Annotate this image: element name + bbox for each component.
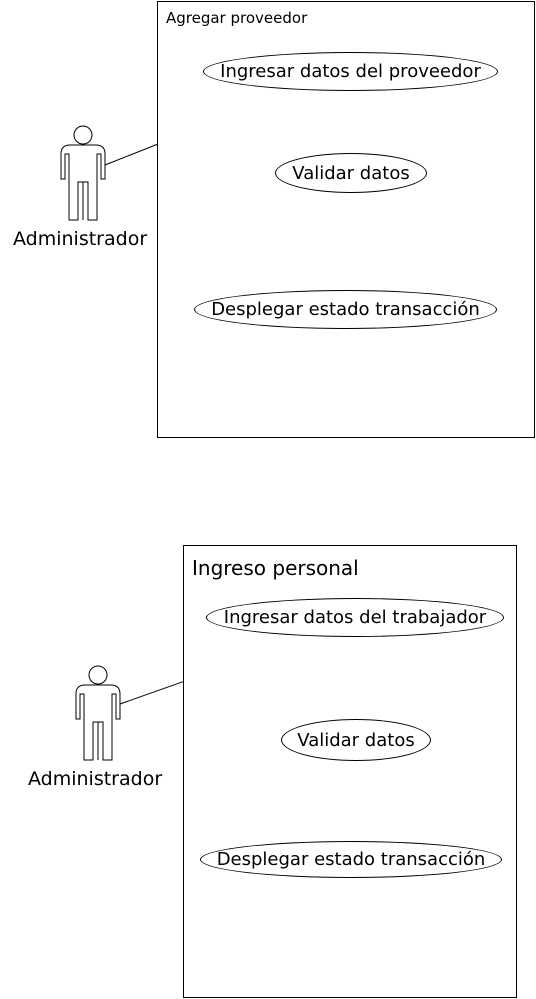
actor-label: Administrador bbox=[28, 768, 163, 790]
usecase-validar-datos: Validar datos bbox=[281, 719, 431, 761]
actor-administrador: Administrador bbox=[13, 124, 147, 254]
usecase-ingresar-datos: Ingresar datos del trabajador bbox=[206, 598, 504, 637]
actor-administrador: Administrador bbox=[28, 664, 162, 794]
stick-figure-icon bbox=[75, 665, 121, 761]
system-title: Agregar proveedor bbox=[166, 9, 308, 27]
usecase-desplegar-estado: Desplegar estado transacción bbox=[194, 290, 497, 329]
usecase-validar-datos: Validar datos bbox=[275, 153, 427, 193]
usecase-ingresar-datos: Ingresar datos del proveedor bbox=[203, 52, 498, 91]
usecase-desplegar-estado: Desplegar estado transacción bbox=[200, 841, 502, 878]
use-case-diagram-ingreso-personal: Ingreso personal Ingresar datos del trab… bbox=[0, 540, 536, 999]
actor-label: Administrador bbox=[13, 228, 148, 250]
stick-figure-icon bbox=[60, 125, 106, 221]
system-title: Ingreso personal bbox=[192, 556, 359, 580]
use-case-diagram-agregar-proveedor: Agregar proveedor Ingresar datos del pro… bbox=[0, 0, 536, 440]
